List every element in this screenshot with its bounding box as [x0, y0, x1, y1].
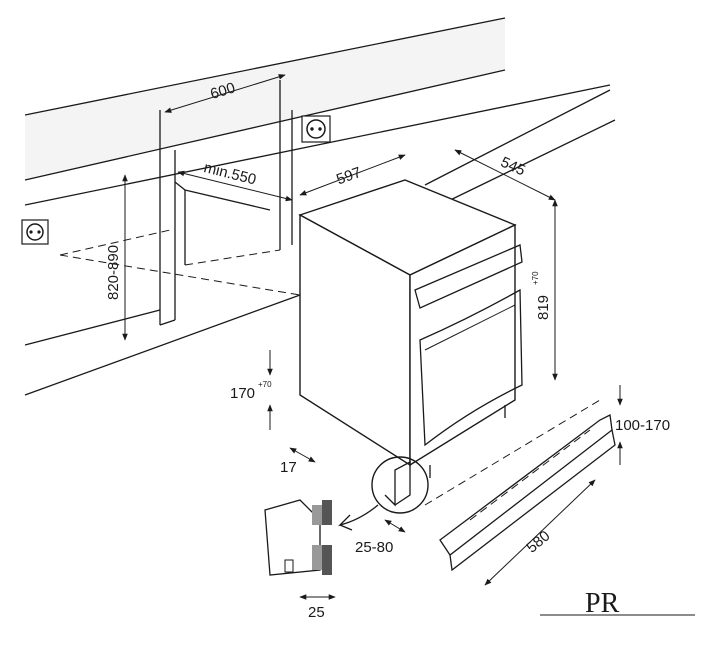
- dim-25-80: 25-80: [355, 539, 393, 556]
- dim-25: 25: [308, 604, 325, 621]
- brand-logo-text: PR: [585, 588, 620, 619]
- dim-600: 600: [208, 79, 237, 103]
- dimension-lines: [122, 74, 623, 600]
- detail-callout: [337, 456, 429, 531]
- dim-545: 545: [498, 154, 528, 180]
- dim-819: 819: [535, 295, 552, 320]
- countertop: [24, 17, 611, 206]
- brand-logo: PR: [540, 588, 695, 619]
- dim-597: 597: [334, 164, 363, 189]
- wall-socket-left: [21, 219, 49, 245]
- dim-170-sup: +70: [258, 380, 272, 389]
- dim-819-sup: +70: [531, 271, 540, 285]
- section-detail: [264, 499, 332, 576]
- dim-580: 580: [523, 527, 553, 556]
- dim-100-170: 100-170: [615, 417, 670, 434]
- dim-820-890: 820-890: [105, 245, 122, 300]
- refrigerator: [298, 179, 523, 478]
- wall-socket-right: [301, 115, 331, 143]
- dim-170: 170: [230, 385, 255, 402]
- dim-17: 17: [280, 459, 297, 476]
